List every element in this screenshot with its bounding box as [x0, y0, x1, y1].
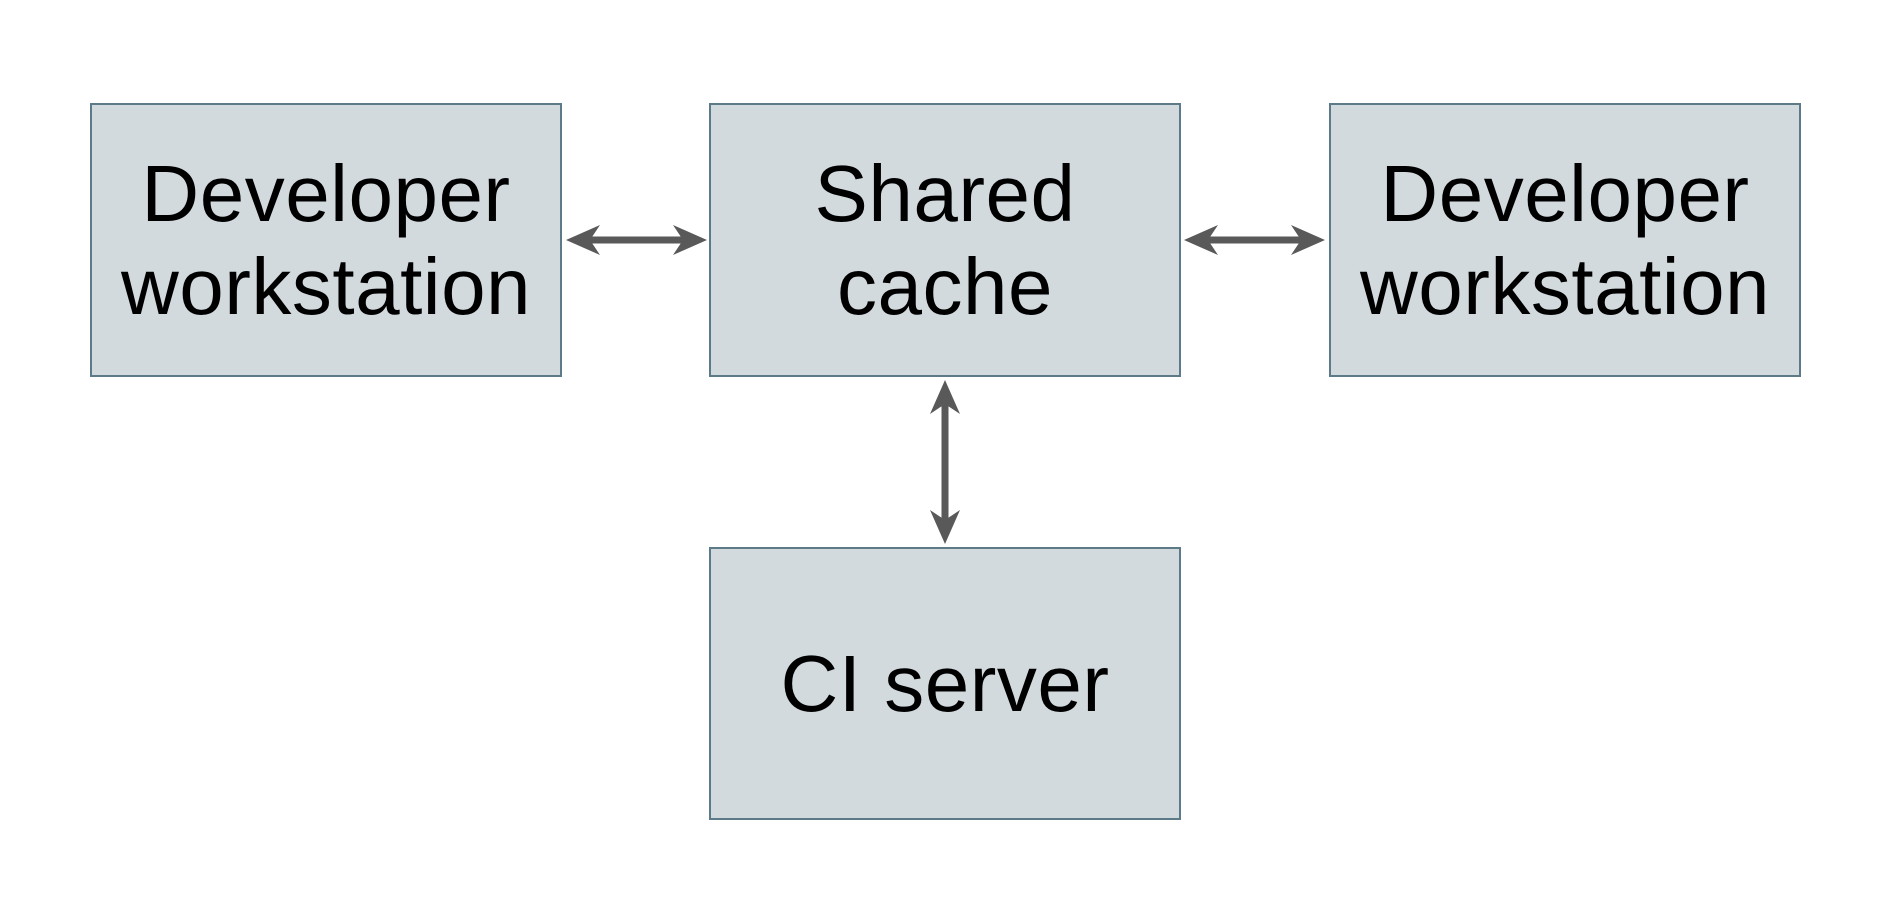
node-label-line: workstation: [1359, 242, 1771, 331]
node-shared-cache: Shared cache: [709, 103, 1181, 377]
node-developer-workstation-right: Developer workstation: [1329, 103, 1801, 377]
bidirectional-arrow-right: [1184, 225, 1325, 255]
node-label-line: cache: [837, 242, 1053, 331]
bidirectional-arrow-left: [566, 225, 707, 255]
node-label-line: Developer: [141, 149, 511, 238]
bidirectional-arrow-vertical: [930, 380, 960, 544]
node-ci-server: CI server: [709, 547, 1181, 820]
node-label-line: Shared: [814, 149, 1076, 238]
node-label-line: Developer: [1380, 149, 1750, 238]
node-developer-workstation-left: Developer workstation: [90, 103, 562, 377]
node-label-line: CI server: [780, 639, 1110, 728]
node-label-line: workstation: [120, 242, 532, 331]
